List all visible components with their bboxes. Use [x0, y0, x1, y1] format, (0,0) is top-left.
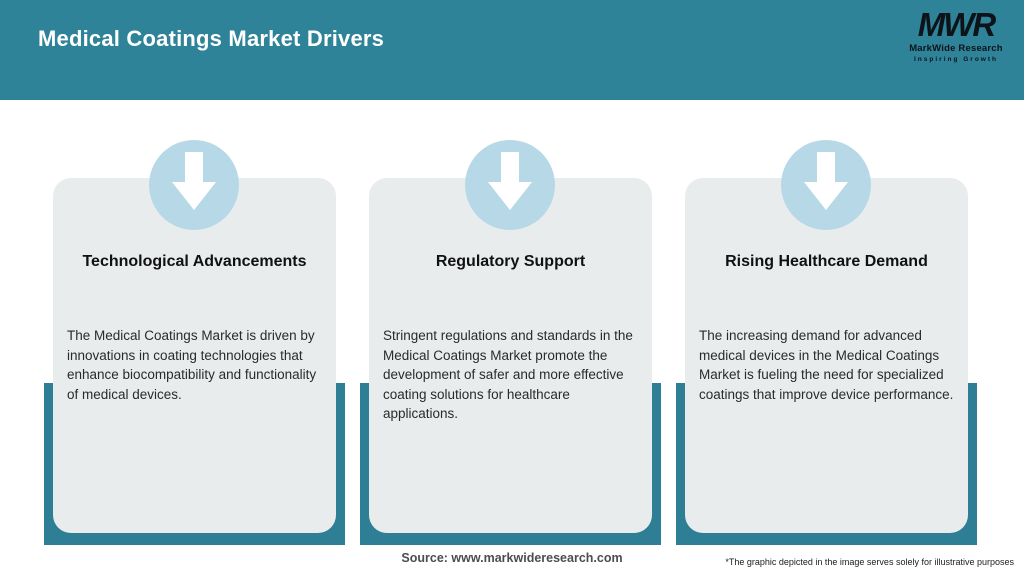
header-band: Medical Coatings Market Drivers MWR Mark… — [0, 0, 1024, 100]
logo-name: MarkWide Research — [909, 43, 1003, 54]
card-body: Technological Advancements The Medical C… — [53, 178, 336, 533]
card-body: Rising Healthcare Demand The increasing … — [685, 178, 968, 533]
driver-card-regulatory-support: Regulatory Support Stringent regulations… — [360, 140, 661, 545]
card-title: Rising Healthcare Demand — [725, 253, 928, 270]
card-title: Regulatory Support — [435, 253, 586, 270]
card-description: The increasing demand for advanced medic… — [699, 328, 954, 402]
markwide-research-logo: MWR MarkWide Research Inspiring Growth — [900, 8, 1012, 63]
disclaimer-note: *The graphic depicted in the image serve… — [725, 557, 1014, 567]
arrow-down-icon — [465, 140, 555, 230]
card-title: Technological Advancements — [82, 253, 307, 270]
page-title: Medical Coatings Market Drivers — [38, 26, 385, 51]
logo-tagline: Inspiring Growth — [914, 55, 998, 63]
logo-acronym: MWR — [917, 6, 996, 43]
arrow-down-icon — [781, 140, 871, 230]
arrow-down-icon — [149, 140, 239, 230]
driver-card-rising-healthcare-demand: Rising Healthcare Demand The increasing … — [676, 140, 977, 545]
card-description: Stringent regulations and standards in t… — [383, 328, 633, 422]
driver-card-technological-advancements: Technological Advancements The Medical C… — [44, 140, 345, 545]
source-attribution: Source: www.markwideresearch.com — [401, 551, 623, 565]
card-body: Regulatory Support Stringent regulations… — [369, 178, 652, 533]
card-description: The Medical Coatings Market is driven by… — [67, 328, 317, 402]
